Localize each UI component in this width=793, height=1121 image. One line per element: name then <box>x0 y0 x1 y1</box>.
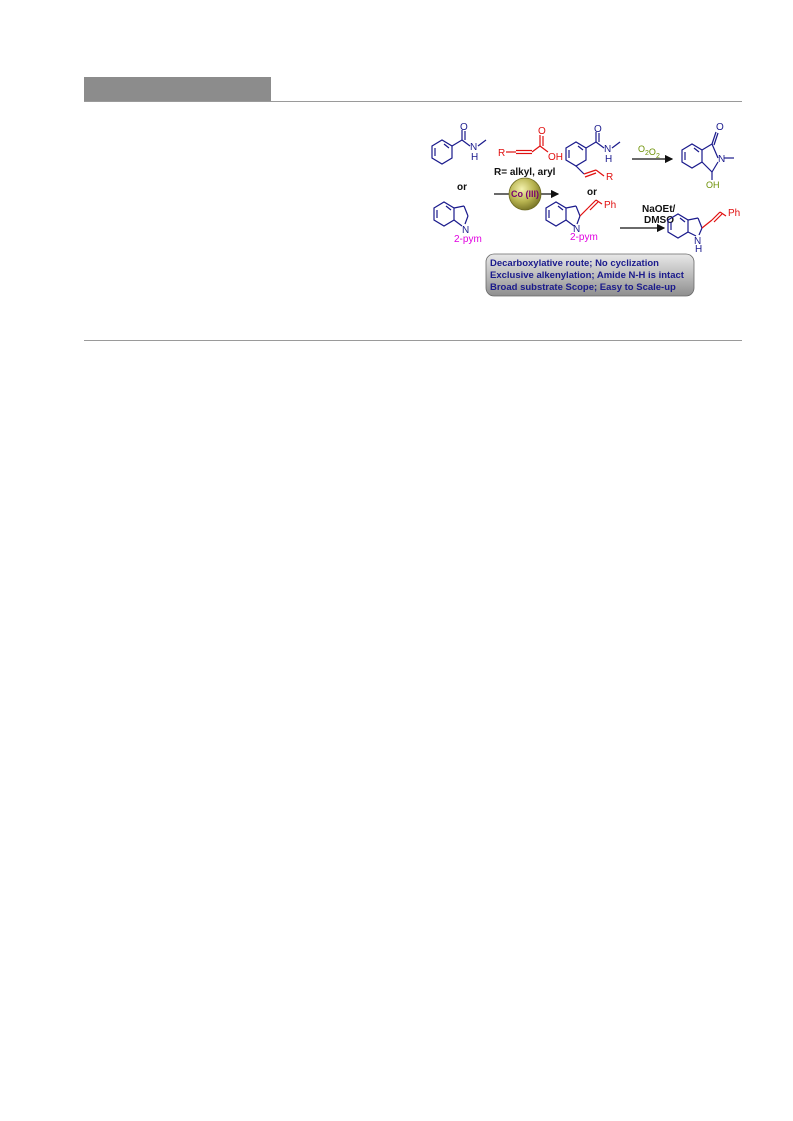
product-r-label: R <box>606 172 613 183</box>
highlights-box <box>485 253 695 297</box>
or-label-1: or <box>457 182 467 193</box>
alkenylated-benzamide-structure: O N H R <box>565 124 621 183</box>
product-hydrogen: H <box>605 154 612 165</box>
nh-indole-n: N <box>694 236 701 247</box>
nh-indole-structure: Ph N H <box>667 208 740 255</box>
reaction-scheme: O N H or N 2-pym R O OH <box>420 120 742 310</box>
or-label-2: or <box>587 187 597 198</box>
indole-product-nitrogen: N <box>573 224 580 235</box>
product-oxygen: O <box>594 124 602 135</box>
product-nitrogen: N <box>604 144 611 155</box>
section-header-bar <box>84 77 271 101</box>
bottom-divider <box>84 340 742 341</box>
indole-structure: N 2-pym <box>433 201 482 245</box>
benzamide-hydrogen: H <box>471 152 478 163</box>
oxidant-label: O2O2 <box>638 144 660 160</box>
base-label: NaOEt/ <box>642 204 676 215</box>
alkenylated-indole-structure: Ph N 2-pym <box>545 199 616 243</box>
isoindolinone-structure: O N OH <box>681 122 734 190</box>
nh-indole-h: H <box>695 244 702 255</box>
pym-label-1: 2-pym <box>454 234 482 245</box>
acid-carbonyl-oxygen: O <box>538 126 546 137</box>
highlight-line-2: Exclusive alkenylation; Amide N-H is int… <box>490 270 685 281</box>
highlight-line-1: Decarboxylative route; No cyclization <box>490 258 659 269</box>
reaction-scheme-svg: O N H or N 2-pym R O OH <box>431 122 740 297</box>
ph-label-1: Ph <box>604 200 616 211</box>
top-divider <box>84 101 742 102</box>
catalyst-label: Co (III) <box>511 189 539 199</box>
isoindolinone-nitrogen: N <box>718 154 725 165</box>
benzamide-oxygen: O <box>460 122 468 133</box>
catalyst-sphere <box>508 177 542 211</box>
propiolic-acid-structure: R O OH <box>498 126 563 163</box>
isoindolinone-oxygen: O <box>716 122 724 133</box>
isoindolinone-hydroxyl: OH <box>706 180 720 190</box>
acid-hydroxyl: OH <box>548 152 563 163</box>
indole-nitrogen: N <box>462 225 469 236</box>
solvent-label: DMSO <box>644 215 674 226</box>
benzamide-nitrogen: N <box>470 142 477 153</box>
benzamide-structure: O N H <box>431 122 487 165</box>
r-substituent-label: R <box>498 148 505 159</box>
r-definition-label: R= alkyl, aryl <box>494 167 556 178</box>
pym-label-2: 2-pym <box>570 232 598 243</box>
ph-label-2: Ph <box>728 208 740 219</box>
highlight-line-3: Broad substrate Scope; Easy to Scale-up <box>490 282 676 293</box>
